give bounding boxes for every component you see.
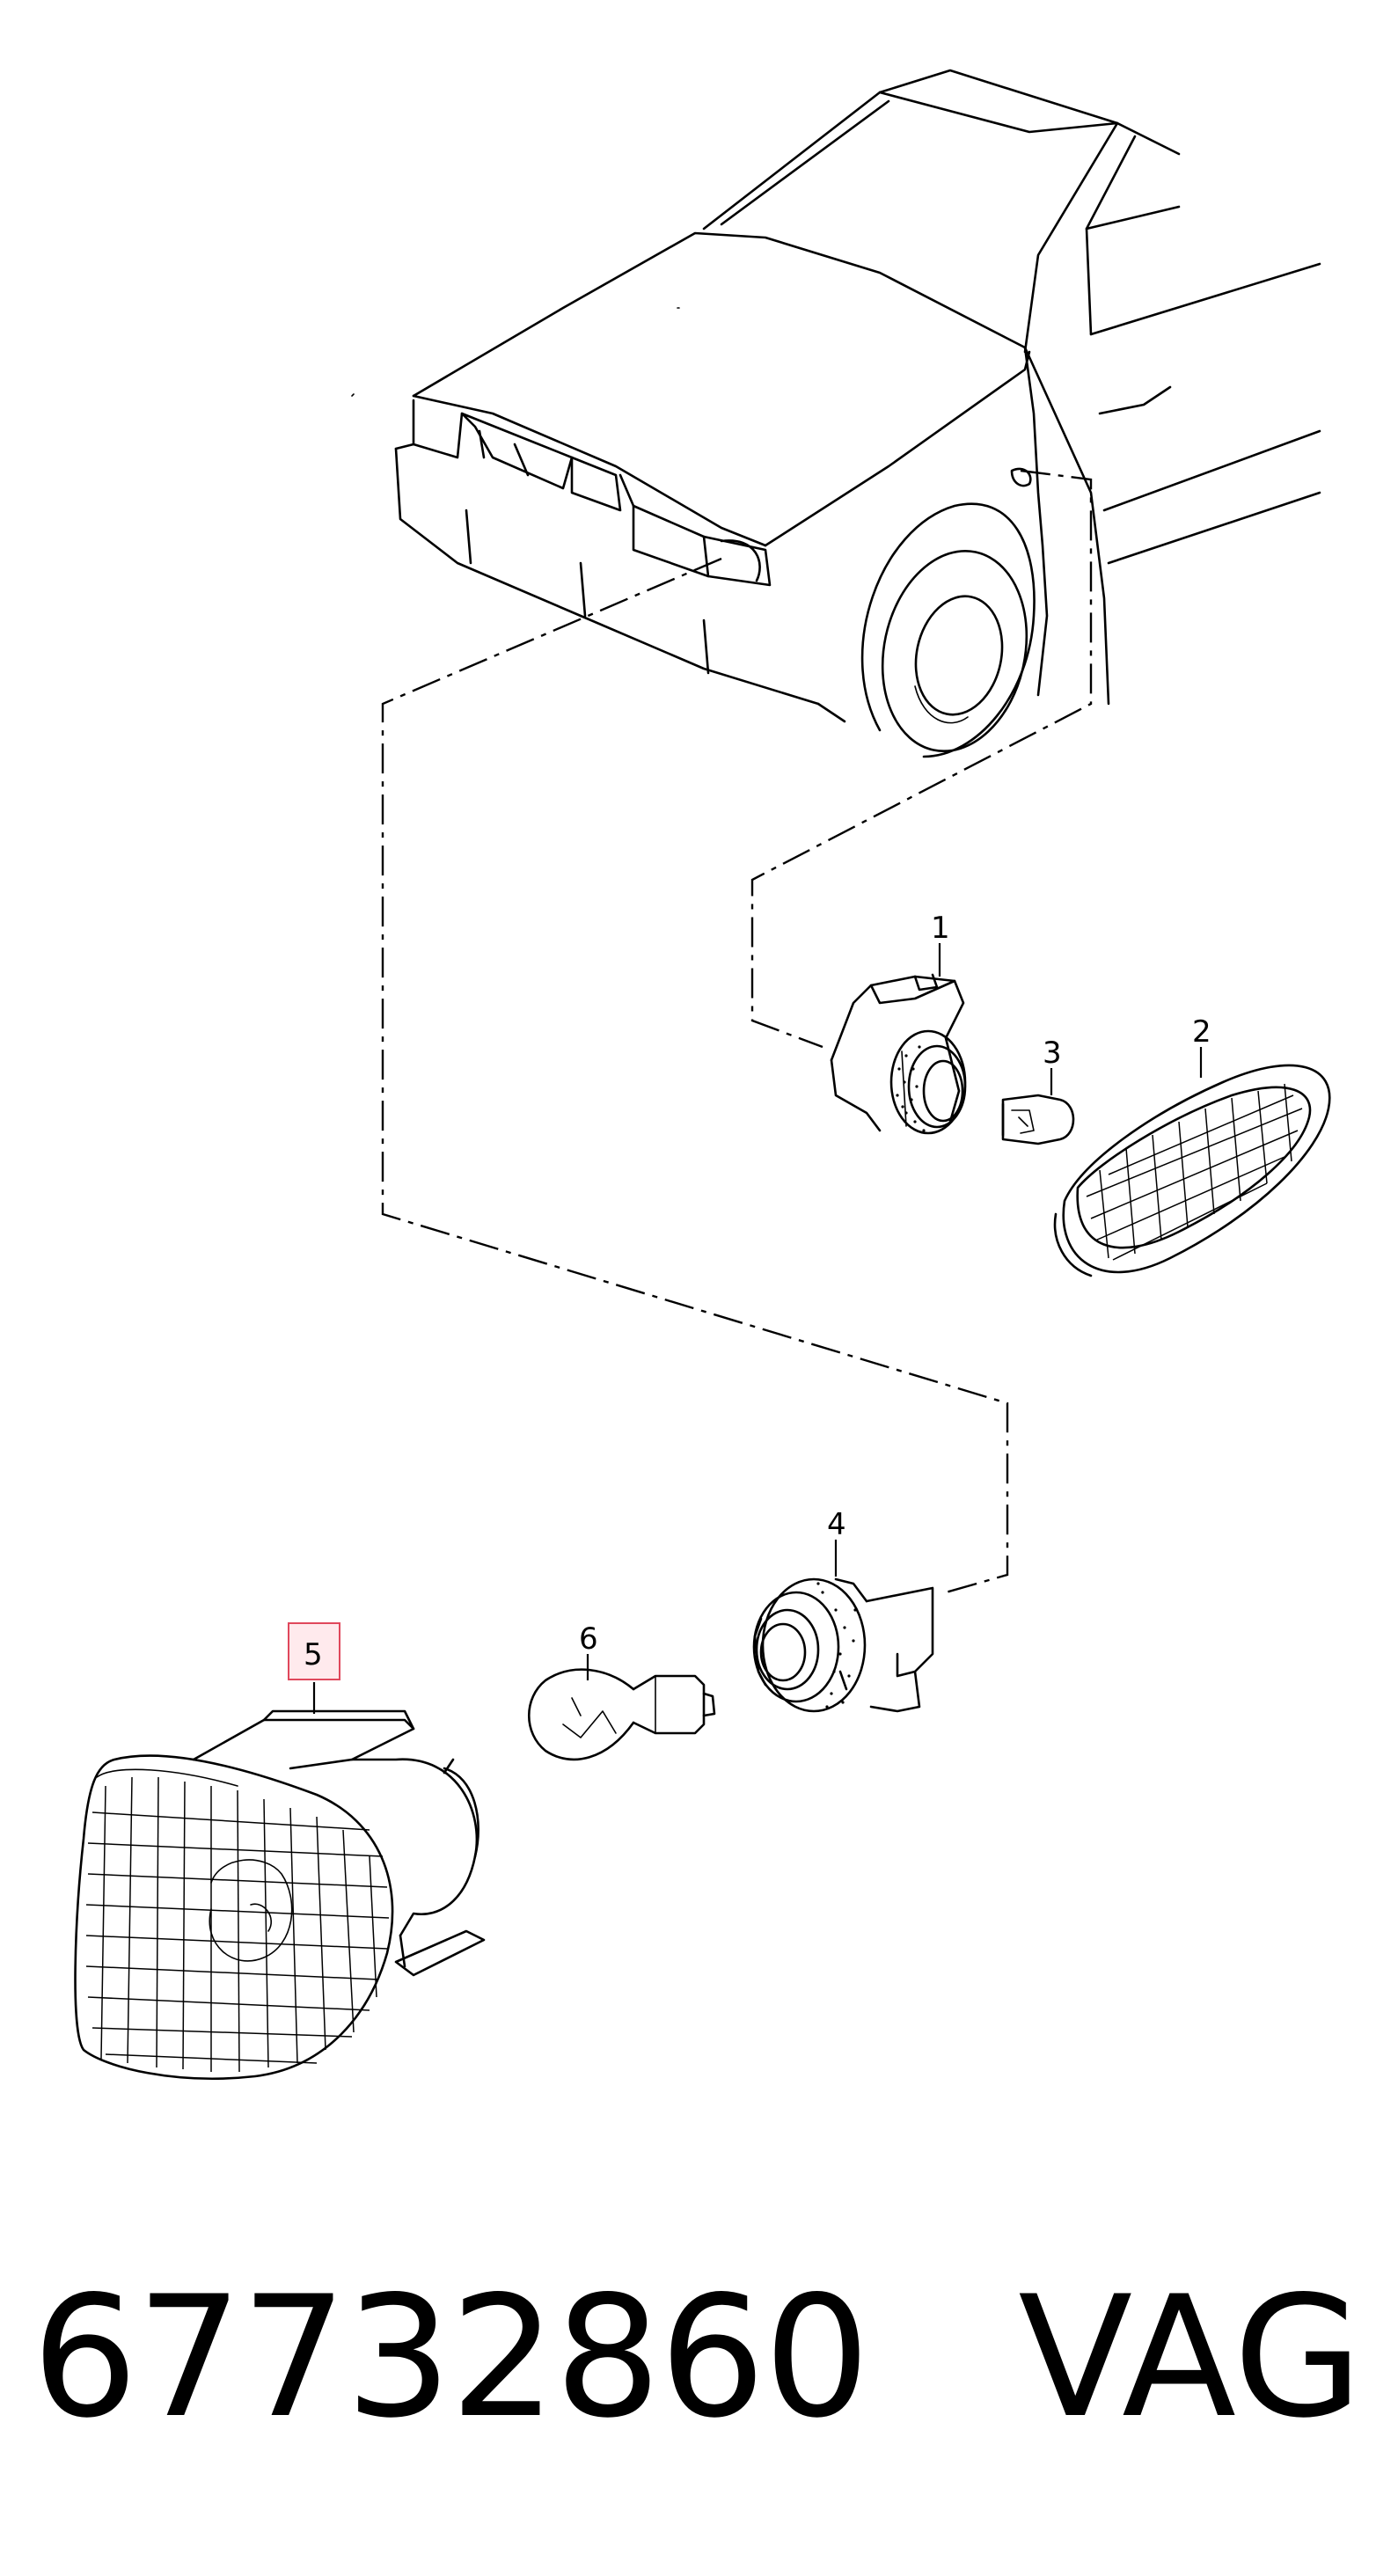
car-illustration [351, 69, 1321, 758]
callout-3: 3 [1043, 1036, 1062, 1071]
part-3-bulb [1001, 1068, 1075, 1145]
part-1-socket [830, 943, 967, 1135]
callout-4: 4 [827, 1507, 846, 1542]
part-5-indicator-lamp [74, 1682, 486, 2080]
callout-1: 1 [931, 911, 950, 946]
leader-lines [381, 469, 1093, 1594]
callout-2: 2 [1192, 1014, 1211, 1050]
part-6-bulb [528, 1654, 716, 1761]
callout-5-highlight [288, 1622, 340, 1680]
callout-6: 6 [579, 1621, 598, 1657]
callout-labels: 1 2 3 4 5 6 [288, 911, 1211, 1680]
part-2-marker-lens [1053, 1047, 1331, 1277]
part-4-socket [752, 1540, 934, 1713]
callout-5: 5 [304, 1637, 323, 1672]
part-number: 67732860 [32, 2260, 870, 2455]
brand-label: VAG [1018, 2260, 1363, 2455]
